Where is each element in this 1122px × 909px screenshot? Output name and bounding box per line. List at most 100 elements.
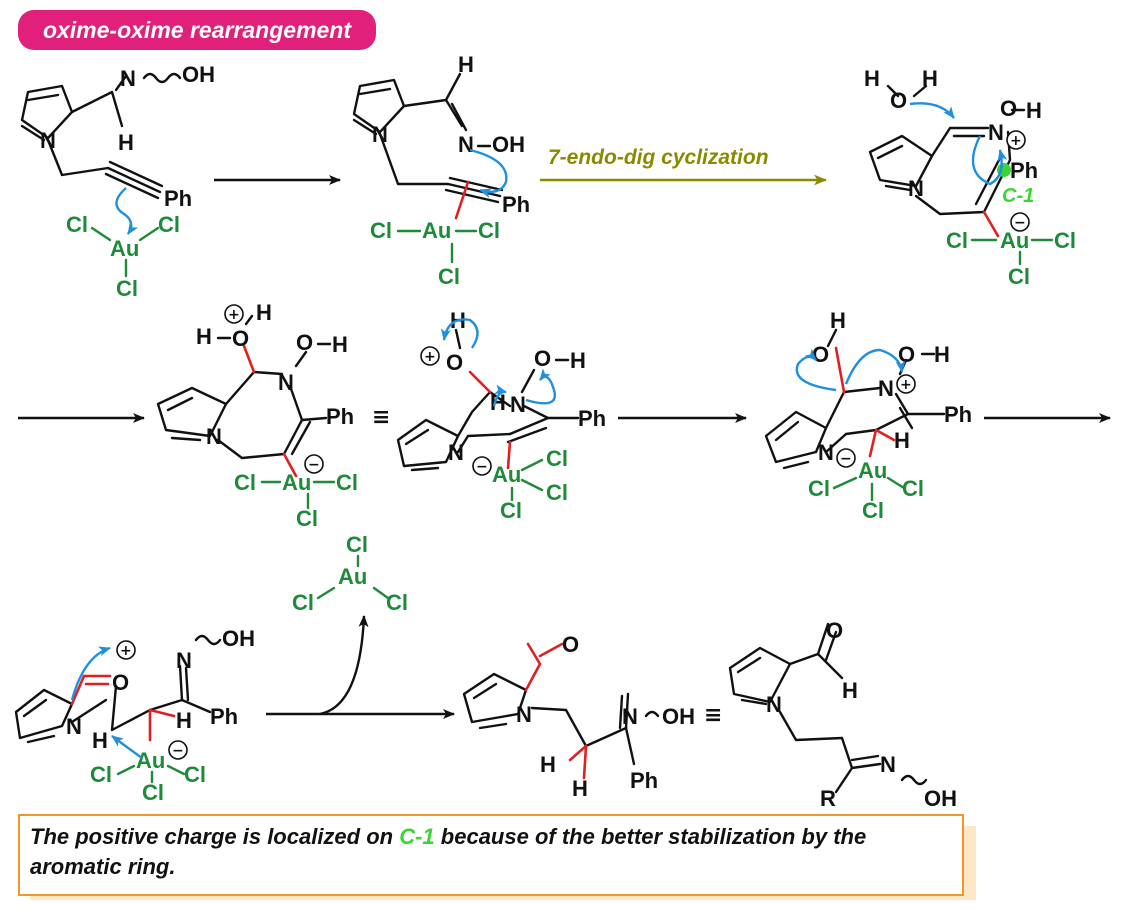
atom-o: O bbox=[1000, 96, 1017, 121]
atom-o: O bbox=[890, 88, 907, 113]
svg-text:−: − bbox=[172, 743, 184, 759]
atom-h: H bbox=[894, 428, 910, 453]
atom-au: Au bbox=[136, 748, 165, 773]
atom-h: H bbox=[176, 708, 192, 733]
atom-n: N bbox=[372, 122, 388, 147]
atom-n: N bbox=[622, 704, 638, 729]
atom-cl: Cl bbox=[158, 212, 180, 237]
atom-h: H bbox=[570, 348, 586, 373]
atom-n: N bbox=[66, 714, 82, 739]
aucl3-group: Au Cl Cl Cl bbox=[66, 212, 180, 301]
atom-n: N bbox=[176, 648, 192, 673]
atom-ph: Ph bbox=[164, 186, 192, 211]
atom-o: O bbox=[898, 342, 915, 367]
atom-au: Au bbox=[282, 470, 311, 495]
atom-o: O bbox=[812, 342, 829, 367]
aucl3-anion: Au Cl Cl Cl bbox=[90, 748, 206, 805]
atom-n: N bbox=[510, 392, 526, 417]
atom-oh: OH bbox=[222, 626, 255, 651]
atom-cl: Cl bbox=[808, 476, 830, 501]
atom-o: O bbox=[112, 670, 129, 695]
atom-cl: Cl bbox=[546, 480, 568, 505]
atom-cl: Cl bbox=[346, 532, 368, 557]
atom-cl: Cl bbox=[1008, 264, 1030, 289]
atom-o: O bbox=[446, 350, 463, 375]
atom-n: N bbox=[818, 440, 834, 465]
aucl3-anion: Au Cl Cl Cl bbox=[492, 446, 568, 523]
structure-9-generic-product: N O H N OH R bbox=[728, 618, 957, 811]
svg-text:+: + bbox=[900, 377, 912, 393]
aucl3-anion: Au Cl Cl Cl bbox=[234, 470, 358, 531]
atom-cl: Cl bbox=[66, 212, 88, 237]
atom-ph: Ph bbox=[326, 404, 354, 429]
atom-au: Au bbox=[110, 236, 139, 261]
atom-au: Au bbox=[858, 458, 887, 483]
svg-text:+: + bbox=[1010, 133, 1022, 149]
atom-n: N bbox=[278, 370, 294, 395]
atom-h: H bbox=[118, 130, 134, 155]
atom-ph: Ph bbox=[578, 406, 606, 431]
svg-text:−: − bbox=[1014, 215, 1026, 231]
atom-n: N bbox=[988, 120, 1004, 145]
atom-au: Au bbox=[492, 462, 521, 487]
svg-text:−: − bbox=[476, 459, 488, 475]
atom-h: H bbox=[1026, 98, 1042, 123]
atom-ph: Ph bbox=[210, 704, 238, 729]
atom-au: Au bbox=[338, 564, 367, 589]
note-box: The positive charge is localized on C-1 … bbox=[18, 814, 964, 896]
svg-text:+: + bbox=[120, 643, 132, 659]
atom-o: O bbox=[534, 346, 551, 371]
scheme-title: oxime-oxime rearrangement bbox=[18, 10, 376, 50]
atom-cl: Cl bbox=[500, 498, 522, 523]
cyclization-label: 7-endo-dig cyclization bbox=[548, 146, 769, 169]
equiv-sign: ≡ bbox=[372, 405, 390, 430]
structure-2-au-pi-complex: N H N OH Ph Au Cl Cl Cl bbox=[352, 52, 530, 289]
atom-h: H bbox=[332, 332, 348, 357]
note-text-before: The positive charge is localized on bbox=[30, 824, 400, 849]
atom-h: H bbox=[196, 324, 212, 349]
svg-text:+: + bbox=[424, 349, 436, 365]
atom-n: N bbox=[880, 752, 896, 777]
atom-cl: Cl bbox=[90, 762, 112, 787]
atom-h: H bbox=[572, 776, 588, 801]
atom-h: H bbox=[540, 752, 556, 777]
structure-7-aldehyde-release: N O + N OH Ph H H − Au Cl Cl Cl bbox=[14, 626, 255, 805]
atom-n: N bbox=[40, 128, 56, 153]
atom-cl: Cl bbox=[902, 476, 924, 501]
atom-cl: Cl bbox=[336, 470, 358, 495]
atom-cl: Cl bbox=[478, 218, 500, 243]
atom-au: Au bbox=[1000, 228, 1029, 253]
aucl3-group: Au Cl Cl Cl bbox=[370, 218, 500, 289]
atom-r: R bbox=[820, 786, 836, 811]
atom-h: H bbox=[842, 678, 858, 703]
atom-n: N bbox=[458, 132, 474, 157]
atom-ph: Ph bbox=[502, 192, 530, 217]
structure-4-diazepine-gold: N N O H Ph ≡ H O H + − Au Cl Cl Cl bbox=[156, 300, 390, 531]
structure-3-vinyl-gold-oxonium: Ph C-1 N N + O H H O H − Au Cl Cl Cl bbox=[864, 66, 1076, 289]
atom-cl: Cl bbox=[546, 446, 568, 471]
atom-oh: OH bbox=[924, 786, 957, 811]
atom-n: N bbox=[908, 176, 924, 201]
atom-au: Au bbox=[422, 218, 451, 243]
atom-h: H bbox=[92, 728, 108, 753]
atom-cl: Cl bbox=[296, 506, 318, 531]
note-highlight: C-1 bbox=[399, 824, 435, 849]
atom-cl: Cl bbox=[438, 264, 460, 289]
c1-label: C-1 bbox=[1002, 185, 1034, 207]
atom-cl: Cl bbox=[142, 780, 164, 805]
atom-n: N bbox=[448, 440, 464, 465]
atom-ph: Ph bbox=[944, 402, 972, 427]
atom-cl: Cl bbox=[370, 218, 392, 243]
equiv-sign: ≡ bbox=[704, 703, 722, 728]
svg-text:−: − bbox=[308, 457, 320, 473]
atom-n: N bbox=[516, 702, 532, 727]
structure-5-conformer: N N H O H Ph H O + − Au Cl Cl Cl bbox=[396, 308, 606, 523]
atom-o: O bbox=[562, 632, 579, 657]
atom-oh: OH bbox=[662, 704, 695, 729]
structure-1-propargyl-oxime: N N OH H Ph Au Cl Cl Cl bbox=[20, 62, 215, 301]
atom-oh: OH bbox=[492, 132, 525, 157]
atom-ph: Ph bbox=[630, 768, 658, 793]
aucl3-released: Au Cl Cl Cl bbox=[292, 532, 408, 615]
atom-n: N bbox=[120, 66, 136, 91]
